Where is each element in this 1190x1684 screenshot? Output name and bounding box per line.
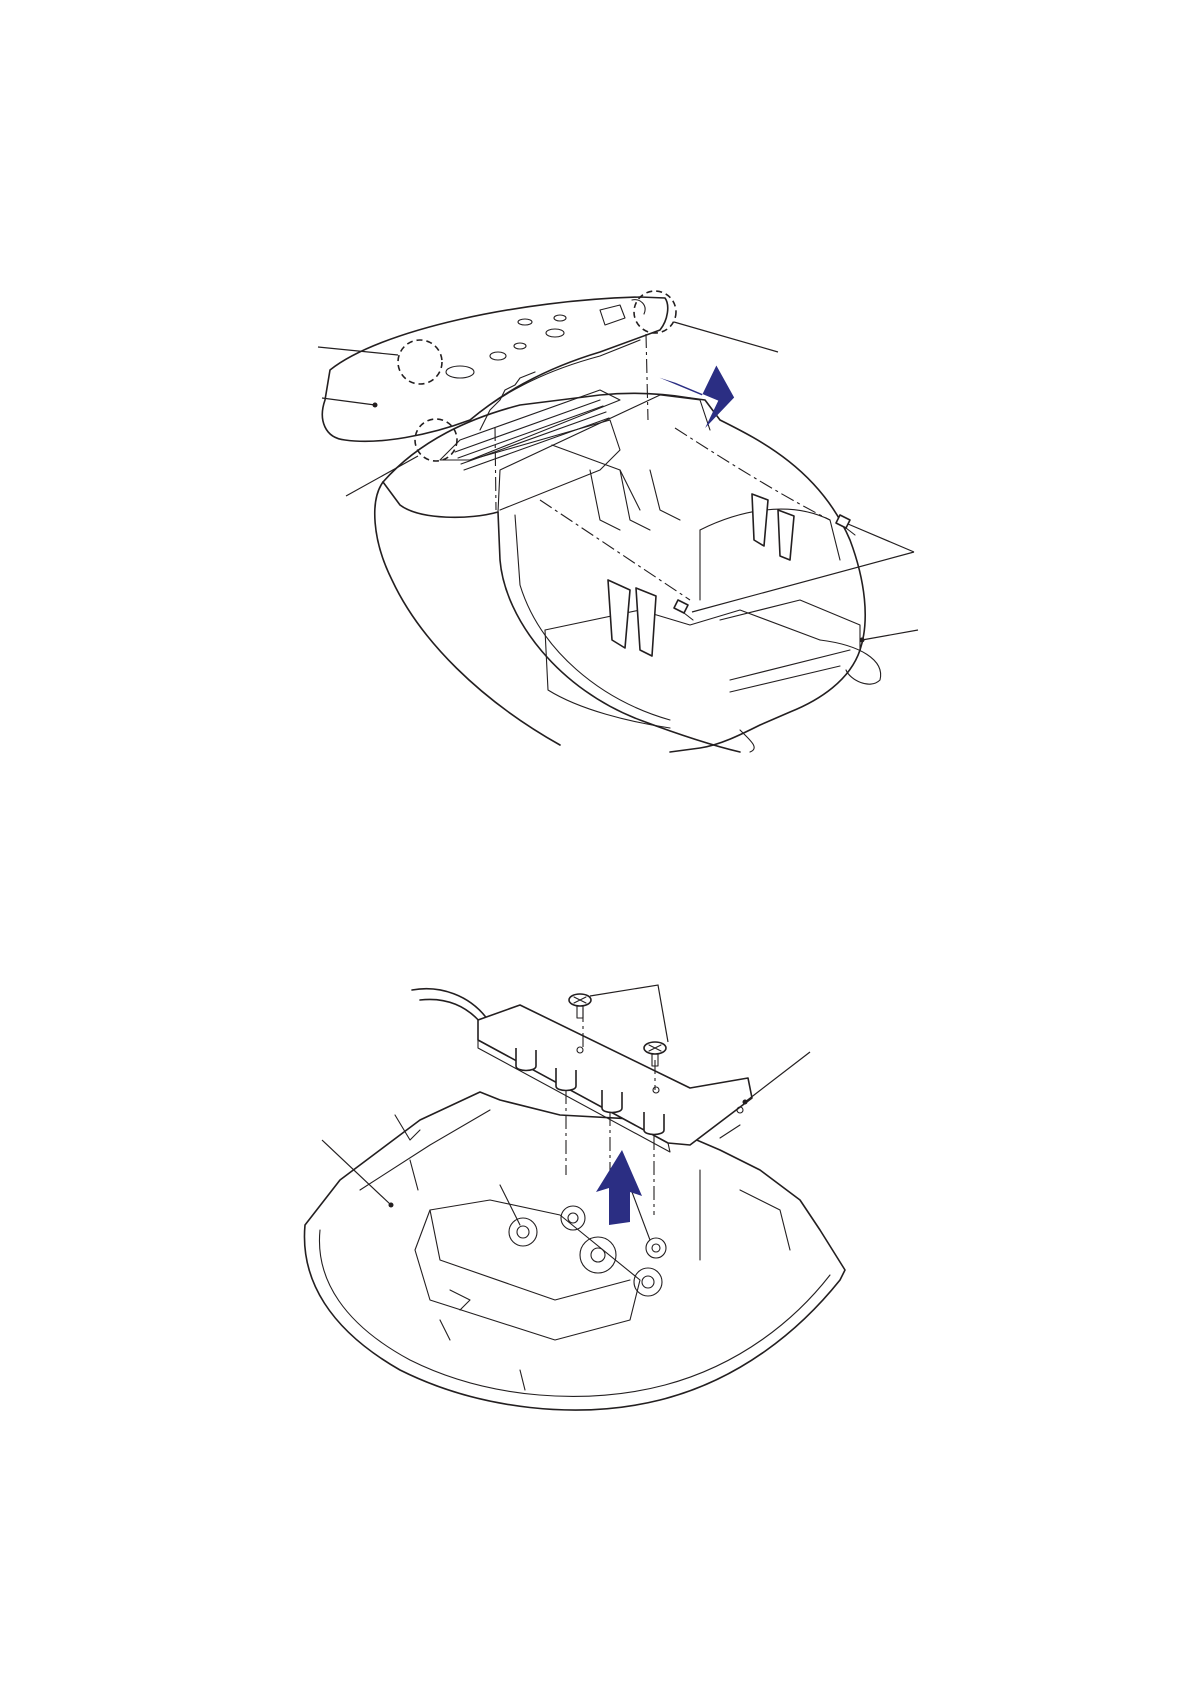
figure-2-pcb-removal — [304, 985, 845, 1410]
screw-icon — [674, 600, 693, 620]
screw-icon — [569, 994, 591, 1018]
lower-housing — [375, 390, 881, 752]
upper-cover — [322, 297, 667, 441]
flat-cable — [412, 989, 488, 1020]
panel-cover — [304, 1092, 845, 1410]
figure-1-cover-removal — [318, 291, 918, 752]
